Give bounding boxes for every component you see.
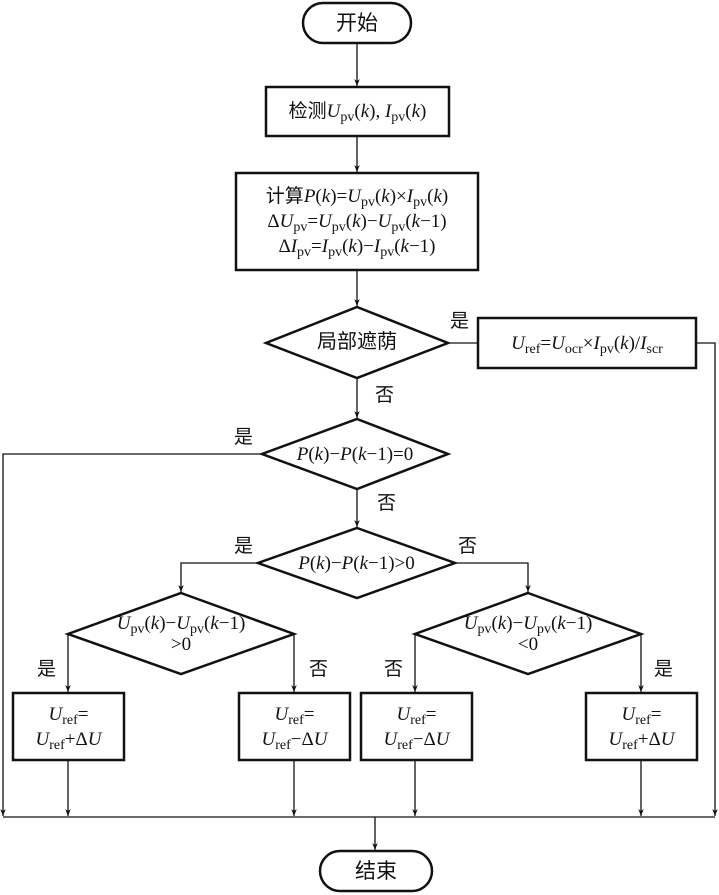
decision-power-increase-diamond <box>254 526 459 600</box>
end-label: 结束 <box>355 858 397 883</box>
action-plus-left-text: Uref=Uref+ΔU <box>35 703 102 753</box>
branch-label-no: 否 <box>458 536 478 557</box>
branch-label-no: 否 <box>375 385 395 406</box>
decision-power-equal-text: P(k)−P(k−1)=0 <box>296 443 414 465</box>
branch-label-no: 否 <box>309 659 329 680</box>
action-box-minus-right <box>359 691 474 762</box>
compute-text: 计算P(k)=Upv(k)×Ipv(k) ΔUpv=Upv(k)−Upv(k−1… <box>265 186 449 260</box>
decision-voltage-decrease-diamond <box>411 591 645 676</box>
branch-label-yes: 是 <box>234 536 254 557</box>
start-label: 开始 <box>336 10 378 35</box>
branch-label-no: 否 <box>384 659 404 680</box>
branch-label-no: 否 <box>377 493 397 514</box>
decision-power-increase-text: P(k)−P(k−1)>0 <box>298 552 415 574</box>
shading-action-text: Uref=Uocr×Ipv(k)/Iscr <box>511 332 663 357</box>
voltage-decrease-condition: <0 <box>517 634 539 655</box>
connector <box>455 562 531 592</box>
connector <box>0 453 262 816</box>
branch-label-yes: 是 <box>450 311 470 332</box>
branch-label-yes: 是 <box>654 659 674 680</box>
decision-voltage-increase-diamond <box>64 591 298 676</box>
connector <box>178 562 258 592</box>
branch-label-yes: 是 <box>37 659 57 680</box>
decision-shading-text: 局部遮荫 <box>317 331 397 353</box>
end-terminal <box>318 849 434 893</box>
measure-prefix: 检测 <box>288 101 327 122</box>
decision-voltage-decrease-text: Upv(k)−Upv(k−1) <0 <box>463 613 593 655</box>
measure-text: 检测Upv(k), Ipv(k) <box>288 101 427 125</box>
connector <box>696 342 718 816</box>
decision-voltage-increase-text: Upv(k)−Upv(k−1) >0 <box>116 613 246 655</box>
voltage-increase-condition: >0 <box>170 634 192 655</box>
branch-label-yes: 是 <box>234 427 254 448</box>
action-minus-right-text: Uref=Uref−ΔU <box>383 703 450 753</box>
action-plus-right-text: Uref=Uref+ΔU <box>608 703 675 753</box>
action-minus-left-text: Uref=Uref−ΔU <box>261 703 328 753</box>
compute-prefix: 计算 <box>265 186 304 207</box>
